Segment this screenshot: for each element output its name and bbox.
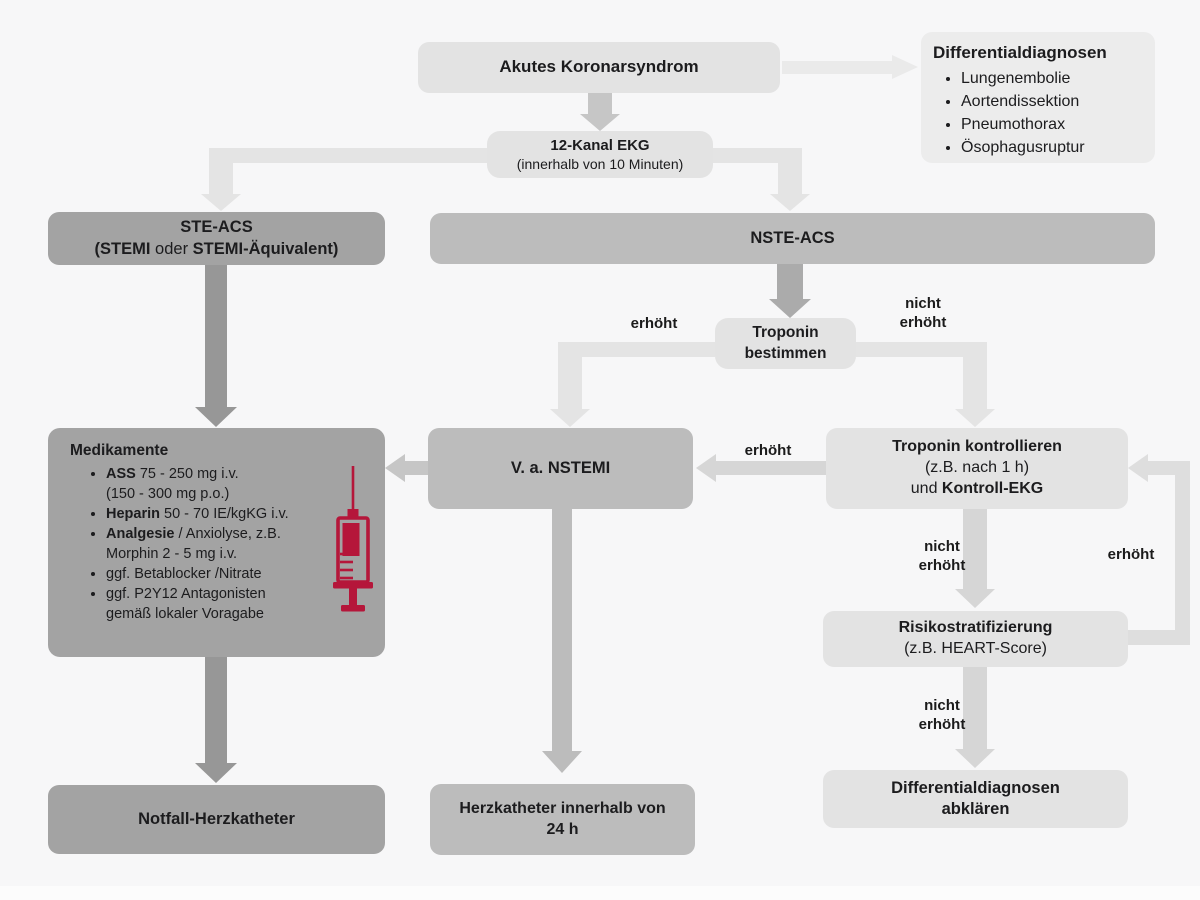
arrowhead-ste-to-medikamente [195, 407, 237, 427]
box-herzkatheter-24h: Herzkatheter innerhalb von 24 h [430, 784, 695, 855]
arrow-vanstemi-to-herzkatheter [552, 509, 572, 752]
list-item: Lungenembolie [961, 67, 1085, 90]
box-va-nstemi: V. a. NSTEMI [428, 428, 693, 509]
loop-risiko-to-kontrolle-vertical [1175, 461, 1190, 645]
list-item: Pneumothorax [961, 113, 1085, 136]
arrow-vanstemi-to-medikamente [405, 461, 428, 475]
box-akutes-koronarsyndrom-label: Akutes Koronarsyndrom [499, 57, 699, 77]
edge-label-nicht-erhoeht-risiko-down: nicht erhöht [918, 697, 966, 733]
arrow-ekg-to-ste-v [209, 148, 233, 194]
box-kontrolle-line1: Troponin kontrollieren [892, 438, 1062, 456]
box-kontrolle-line2: (z.B. nach 1 h) [924, 459, 1030, 477]
list-item: ASS 75 - 250 mg i.v.(150 - 300 mg p.o.) [106, 464, 289, 504]
edge-label-erhoeht-kontrolle-left: erhöht [744, 442, 792, 459]
box-ste-acs-line2: (STEMI oder STEMI-Äquivalent) [94, 239, 339, 258]
box-troponin-bestimmen: Troponin bestimmen [715, 318, 856, 369]
edge-label-nicht-erhoeht-kontrolle-down: nicht erhöht [918, 538, 966, 574]
box-troponin-line2: bestimmen [744, 344, 827, 362]
arrow-risiko-to-ddabklaeren [963, 667, 987, 750]
box-medikamente-title: Medikamente [70, 442, 169, 459]
box-12-kanal-ekg: 12-Kanal EKG (innerhalb von 10 Minuten) [487, 131, 713, 178]
box-ekg-line1: 12-Kanal EKG [550, 136, 650, 154]
arrow-ste-to-medikamente [205, 265, 227, 407]
box-medikamente: Medikamente ASS 75 - 250 mg i.v.(150 - 3… [48, 428, 385, 657]
arrow-troponin-to-kontrolle-v [963, 342, 987, 409]
arrow-troponin-to-kontrolle-h [856, 342, 987, 357]
edge-label-erhoeht-troponin-left: erhöht [630, 315, 678, 332]
box-differentialdiagnosen-abklaeren: Differentialdiagnosen abklären [823, 770, 1128, 828]
arrowhead-acs-to-dd [892, 55, 918, 79]
box-risiko-line2: (z.B. HEART-Score) [904, 640, 1047, 657]
arrow-ekg-to-nste-v [778, 148, 802, 194]
loop-risiko-to-kontrolle-top [1148, 461, 1190, 475]
box-herzkatheter-line1: Herzkatheter innerhalb von [459, 799, 666, 817]
arrowhead-troponin-to-vanstemi [550, 409, 590, 427]
arrowhead-vanstemi-to-herzkatheter [542, 751, 582, 773]
box-notfall-herzkatheter: Notfall-Herzkatheter [48, 785, 385, 854]
box-troponin-line1: Troponin [752, 324, 819, 342]
box-risiko-line1: Risikostratifizierung [898, 619, 1053, 637]
list-item: Analgesie / Anxiolyse, z.B.Morphin 2 - 5… [106, 524, 289, 564]
arrowhead-vanstemi-to-medikamente [385, 454, 405, 482]
arrowhead-loop-to-kontrolle [1128, 454, 1148, 482]
loop-risiko-to-kontrolle-bottom [1128, 630, 1190, 645]
box-dd-abklaeren-line1: Differentialdiagnosen [891, 778, 1060, 797]
arrow-acs-to-ekg [588, 93, 612, 115]
arrowhead-ekg-to-nste [770, 194, 810, 211]
box-kontrolle-line3: und Kontroll-EKG [910, 479, 1044, 497]
arrowhead-troponin-to-kontrolle [955, 409, 995, 427]
arrowhead-nste-to-troponin [769, 299, 811, 318]
box-akutes-koronarsyndrom: Akutes Koronarsyndrom [418, 42, 780, 93]
list-item: Aortendissektion [961, 90, 1085, 113]
arrowhead-medikamente-to-notfall [195, 763, 237, 783]
medikamente-list: ASS 75 - 250 mg i.v.(150 - 300 mg p.o.) … [48, 464, 289, 624]
box-differentialdiagnosen: Differentialdiagnosen Lungenembolie Aort… [921, 32, 1155, 163]
list-item: Ösophagusruptur [961, 136, 1085, 159]
box-dd-abklaeren-line2: abklären [941, 800, 1010, 818]
list-item: Heparin 50 - 70 IE/kgKG i.v. [106, 504, 289, 524]
list-item: ggf. Betablocker /Nitrate [106, 564, 289, 584]
arrow-nste-to-troponin [777, 264, 803, 300]
bottom-strip [0, 886, 1200, 900]
arrow-kontrolle-to-risiko [963, 509, 987, 590]
edge-label-nicht-erhoeht-troponin-right: nicht erhöht [899, 295, 947, 331]
arrowhead-risiko-to-ddabklaeren [955, 749, 995, 768]
edge-label-erhoeht-loop: erhöht [1107, 546, 1155, 563]
box-ste-acs-line1: STE-ACS [180, 218, 253, 237]
box-ste-acs: STE-ACS (STEMI oder STEMI-Äquivalent) [48, 212, 385, 265]
arrowhead-kontrolle-to-vanstemi [696, 454, 716, 482]
box-risikostratifizierung: Risikostratifizierung (z.B. HEART-Score) [823, 611, 1128, 667]
box-herzkatheter-line2: 24 h [546, 820, 579, 838]
box-va-nstemi-label: V. a. NSTEMI [510, 458, 611, 477]
arrow-ekg-to-ste-h [209, 148, 487, 163]
arrow-kontrolle-to-vanstemi [714, 461, 826, 475]
arrowhead-acs-to-ekg [580, 114, 620, 131]
arrow-troponin-to-vanstemi-h [558, 342, 715, 357]
box-nste-acs: NSTE-ACS [430, 213, 1155, 264]
arrow-acs-to-dd [782, 61, 894, 74]
differentialdiagnosen-list: Lungenembolie Aortendissektion Pneumotho… [933, 67, 1085, 159]
arrowhead-ekg-to-ste [201, 194, 241, 211]
box-ekg-line2: (innerhalb von 10 Minuten) [516, 156, 684, 173]
arrow-troponin-to-vanstemi-v [558, 342, 582, 409]
box-notfall-label: Notfall-Herzkatheter [138, 809, 295, 828]
box-troponin-kontrollieren: Troponin kontrollieren (z.B. nach 1 h) u… [826, 428, 1128, 509]
box-nste-acs-label: NSTE-ACS [750, 228, 835, 247]
arrow-medikamente-to-notfall [205, 657, 227, 764]
arrowhead-kontrolle-to-risiko [955, 589, 995, 608]
box-differentialdiagnosen-title: Differentialdiagnosen [933, 43, 1107, 62]
syringe-icon [333, 466, 373, 612]
